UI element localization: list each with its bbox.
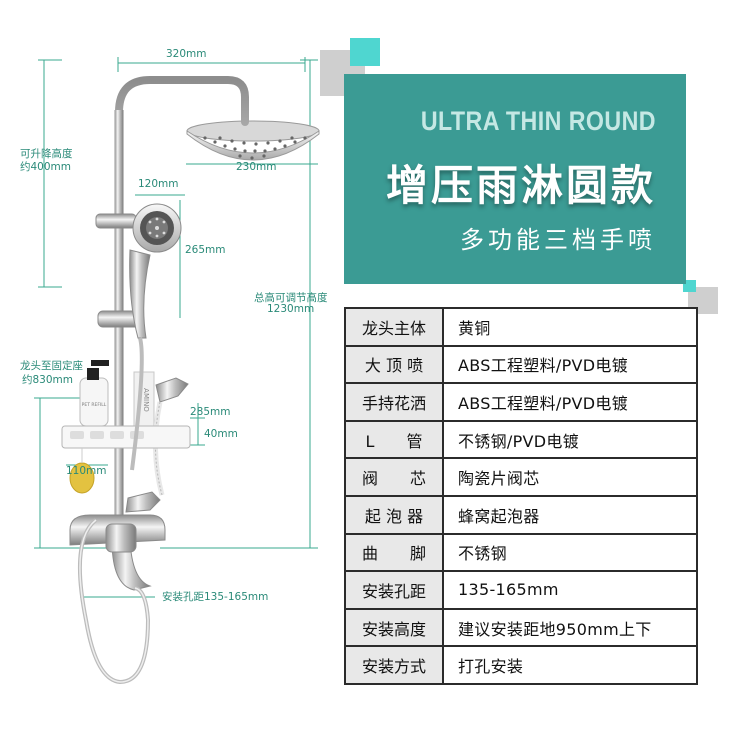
dim-top-width: 320mm [166,48,207,60]
dim-head-diameter: 230mm [236,161,277,173]
spec-row: 龙头主体黄铜 [344,307,698,347]
spec-label: 安装孔距 [344,570,444,610]
dim-hole-spacing: 安装孔距135-165mm [162,591,269,603]
spec-label: 曲 脚 [344,532,444,573]
spec-row: L 管不锈钢/PVD电镀 [344,419,698,460]
dim-shelf-height: 40mm [204,428,238,440]
spec-value: 不锈钢 [442,532,698,573]
spec-label: 阀 芯 [344,457,444,497]
dim-total-height-value: 1230mm [267,303,315,315]
svg-text:PET REFILL: PET REFILL [82,402,107,408]
dim-handheld-height: 265mm [185,244,226,256]
decor-square-cyan-small [683,280,696,292]
spec-label: 大 顶 喷 [344,344,444,385]
spec-label: 龙头主体 [344,307,444,347]
spec-row: 阀 芯陶瓷片阀芯 [344,457,698,497]
spec-row: 安装高度建议安装距地950mm上下 [344,607,698,648]
dim-faucet-value: 约830mm [22,374,73,386]
soap-bottle: PET REFILL [79,360,109,427]
spec-value: 135-165mm [442,570,698,610]
spec-row: 安装方式打孔安装 [344,645,698,685]
spec-value: ABS工程塑料/PVD电镀 [442,344,698,385]
dimension-lines [34,57,318,598]
spec-value: ABS工程塑料/PVD电镀 [442,382,698,422]
dim-shelf-depth: 110mm [66,465,107,477]
bidet-sprayer [153,377,189,496]
handheld-shower [129,203,182,339]
dim-handheld-width: 120mm [138,178,179,190]
dim-total-height-label: 总高可调节高度 [254,292,328,304]
spec-label: 安装方式 [344,645,444,685]
spec-label: 安装高度 [344,607,444,648]
decor-square-cyan [350,38,380,66]
spec-row: 起 泡 器蜂窝起泡器 [344,494,698,535]
title-banner: ULTRA THIN ROUND 增压雨淋圆款 多功能三档手喷 [344,74,686,284]
riser-pipe [115,76,249,524]
banner-subtitle: 多功能三档手喷 [460,226,656,254]
dim-lift-height-label: 可升降高度 [20,148,73,160]
spec-value: 黄铜 [442,307,698,347]
rain-head [186,130,320,161]
upper-bracket [95,213,137,229]
spec-value: 蜂窝起泡器 [442,494,698,535]
dim-lift-height-value: 约400mm [20,161,71,173]
rain-head-top [186,120,320,142]
spec-label: 手持花洒 [344,382,444,422]
spec-value: 建议安装距地950mm上下 [442,607,698,648]
spec-row: 曲 脚不锈钢 [344,532,698,573]
spec-value: 陶瓷片阀芯 [442,457,698,497]
dim-shelf-length: 285mm [190,406,231,418]
spec-label: L 管 [344,419,444,460]
spec-label: 起 泡 器 [344,494,444,535]
shower-set-illustration: PET REFILL AMINO [34,57,320,685]
chinese-title: 增压雨淋圆款 [385,161,656,210]
english-title: ULTRA THIN ROUND [420,106,656,136]
dim-faucet-label: 龙头至固定座 [20,360,83,372]
spec-value: 不锈钢/PVD电镀 [442,419,698,460]
svg-text:AMINO: AMINO [142,388,150,412]
spec-value: 打孔安装 [442,645,698,685]
